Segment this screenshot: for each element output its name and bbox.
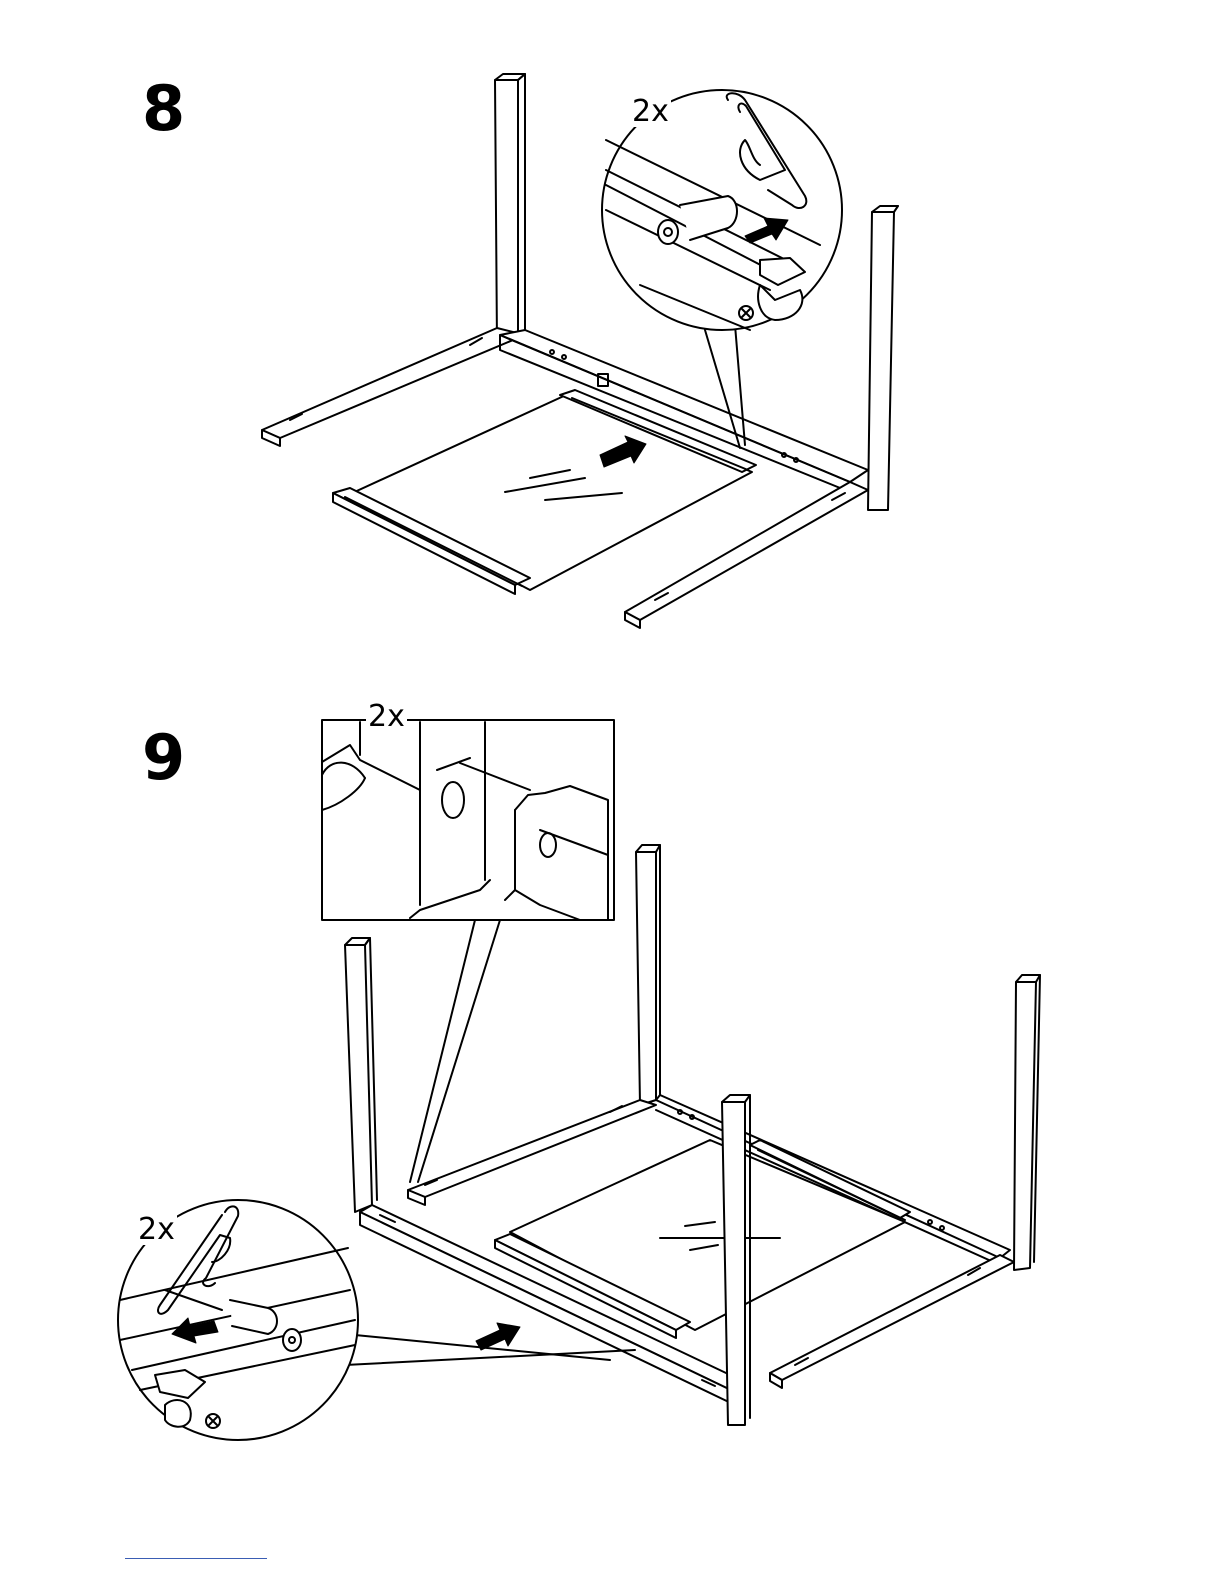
step-number-9: 9 xyxy=(142,727,185,789)
step-9-top-quantity-label: 2x xyxy=(366,702,407,732)
step-number-8: 8 xyxy=(142,78,185,140)
step-9-left-quantity-label: 2x xyxy=(136,1215,177,1245)
footer-rule xyxy=(125,1558,267,1559)
step-9-frame xyxy=(345,845,1040,1425)
step-8-quantity-label: 2x xyxy=(630,97,671,127)
